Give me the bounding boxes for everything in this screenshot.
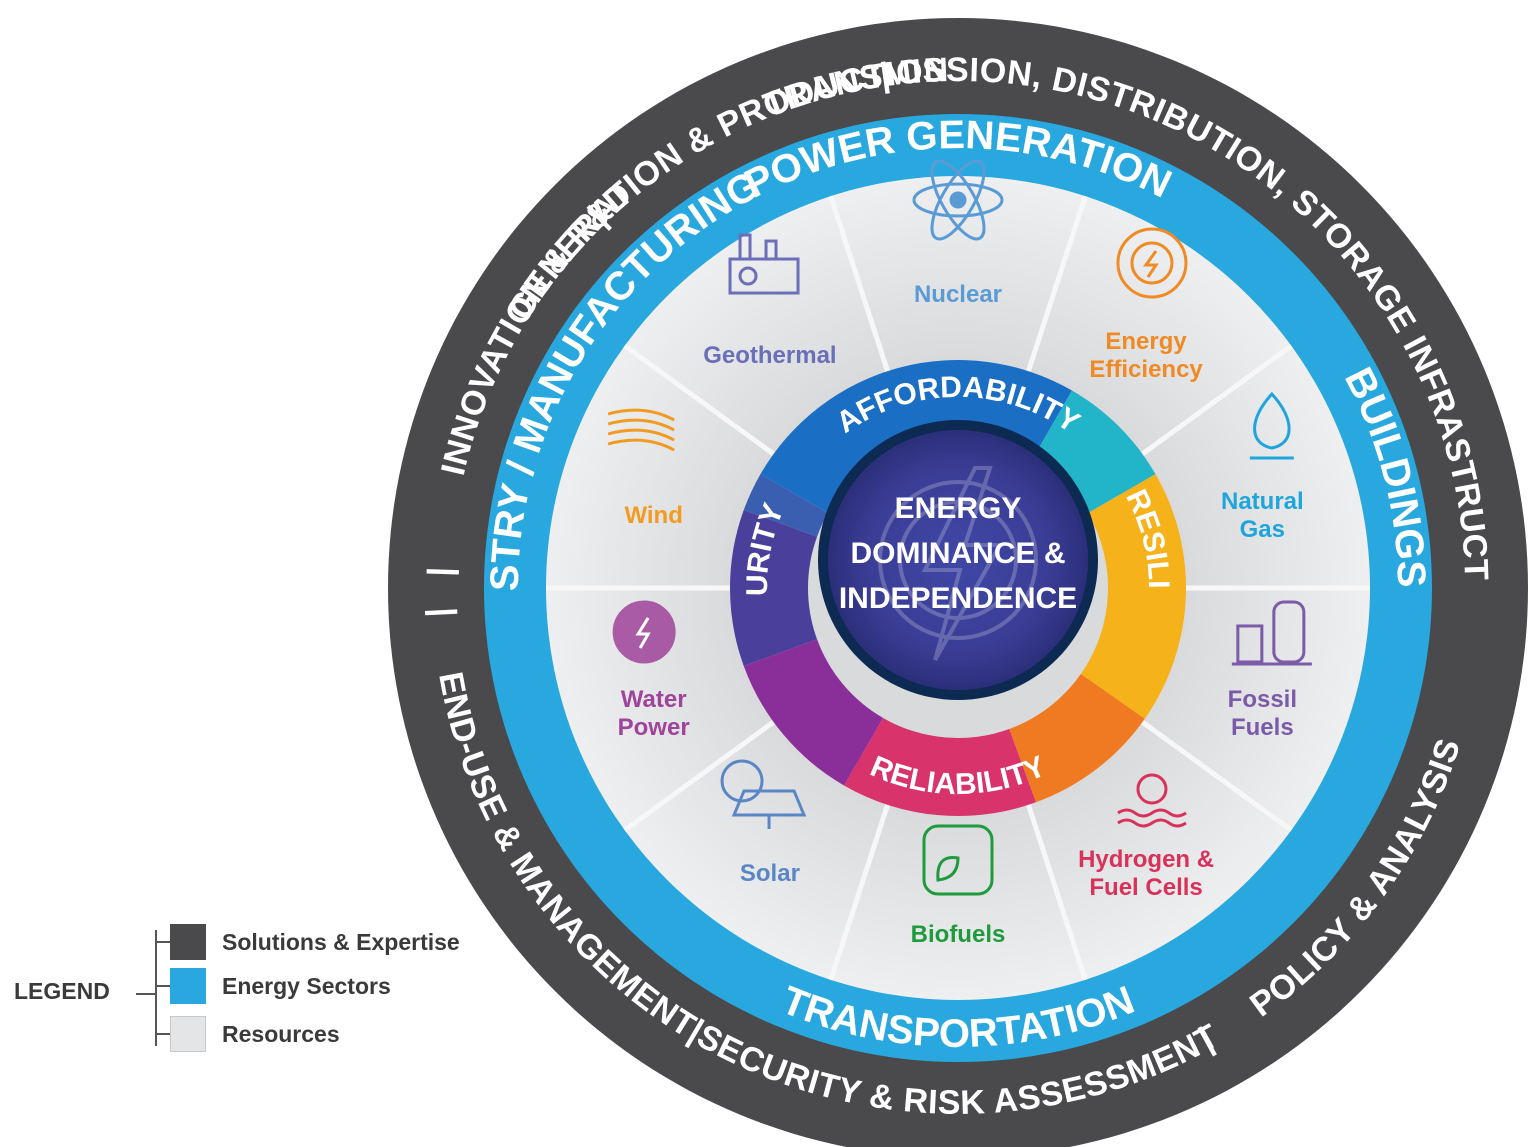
legend-label-resources: Resources: [222, 1020, 340, 1047]
resource-label-line: Biofuels: [911, 921, 1006, 948]
core-line-1: ENERGY: [895, 492, 1022, 525]
core-line-3: INDEPENDENCE: [839, 582, 1077, 615]
resource-label-line: Fossil: [1228, 686, 1297, 713]
resource-wind: Wind: [624, 502, 682, 529]
energy-efficiency-icon: [1116, 227, 1188, 299]
core-segment-accent: [1033, 390, 1156, 513]
resource-label-line: Natural: [1221, 488, 1304, 515]
resource-icons: [607, 159, 1312, 896]
core-segment-accent: [743, 474, 829, 537]
core-segment-accent: [743, 639, 883, 786]
resource-label-line: Hydrogen &: [1078, 846, 1214, 873]
refinery-icon: [1231, 600, 1312, 666]
resource-label-line: Water: [621, 686, 687, 713]
resource-hydrogen-fuel-cells: Hydrogen &Fuel Cells: [1078, 846, 1214, 901]
water-drop-plug-icon: [612, 600, 676, 664]
legend-connector: [136, 993, 156, 995]
resource-label-line: Power: [618, 714, 690, 741]
legend-item-sectors: Energy Sectors: [156, 966, 391, 1006]
svg-text:|: |: [424, 607, 462, 618]
legend-label-sectors: Energy Sectors: [222, 972, 391, 999]
resource-nuclear: Nuclear: [914, 281, 1002, 308]
wind-icon: [607, 408, 675, 452]
core-segment-reliability: [844, 717, 1036, 816]
resource-label-line: Fuel Cells: [1089, 874, 1202, 901]
legend-item-resources: Resources: [156, 1014, 340, 1054]
outer-separator: |: [421, 566, 459, 577]
resource-biofuels: Biofuels: [911, 921, 1006, 948]
resource-labels: NuclearEnergyEfficiencyNaturalGasFossilF…: [618, 281, 1304, 948]
core-center: [828, 430, 1088, 690]
legend-swatch-resources: [170, 1016, 206, 1052]
resource-label-line: Energy: [1105, 328, 1187, 355]
atom-icon: [912, 159, 1004, 241]
flame-icon: [1249, 391, 1294, 460]
resource-label-line: Solar: [740, 860, 800, 887]
core-ring: [730, 359, 1186, 816]
resource-label-line: Gas: [1240, 516, 1285, 543]
legend-label-solutions: Solutions & Expertise: [222, 928, 460, 955]
resource-solar: Solar: [740, 860, 800, 887]
lightning-bolt-icon: [878, 466, 1038, 661]
resource-label-line: Fuels: [1231, 714, 1294, 741]
core-segment-security: [730, 510, 818, 666]
legend-swatch-solutions: [170, 924, 206, 960]
core-segment-accent: [1009, 674, 1145, 803]
factory-icon: [728, 233, 800, 295]
svg-text:|: |: [421, 566, 459, 577]
resource-label-line: Nuclear: [914, 281, 1002, 308]
legend-title: LEGEND: [14, 978, 110, 1004]
resource-label-line: Geothermal: [703, 342, 836, 369]
core-segment-resiliency: [1080, 474, 1186, 719]
solar-panel-icon: [720, 759, 807, 829]
sun-waves-icon: [1117, 773, 1187, 828]
resource-label-line: Efficiency: [1089, 356, 1203, 383]
core-line-2: DOMINANCE &: [851, 537, 1066, 570]
fuel-pump-leaf-icon: [922, 824, 994, 896]
resource-geothermal: Geothermal: [703, 342, 836, 369]
legend-item-solutions: Solutions & Expertise: [156, 922, 460, 962]
legend: LEGEND Solutions & Expertise Energy Sect…: [14, 918, 494, 1058]
legend-bracket: [155, 930, 157, 1046]
resource-label-line: Wind: [624, 502, 682, 529]
legend-swatch-sectors: [170, 968, 206, 1004]
outer-separator: |: [424, 607, 462, 618]
